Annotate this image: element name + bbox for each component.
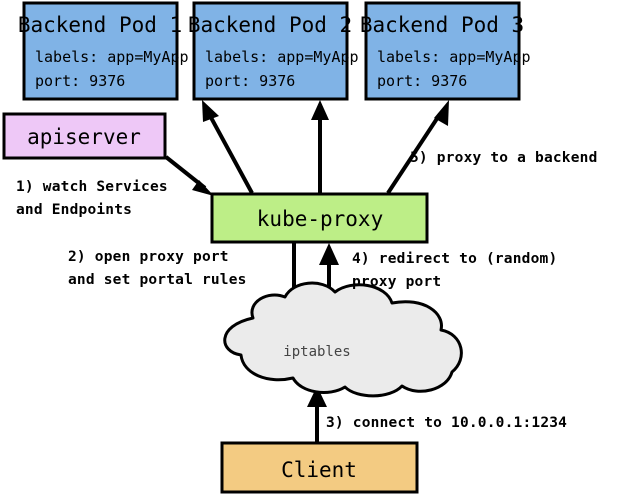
edge-kubeproxy-to-pod3	[386, 100, 449, 195]
pod-2-title: Backend Pod 2	[188, 13, 352, 37]
client-title: Client	[281, 458, 357, 482]
pod-1-port: port: 9376	[35, 72, 125, 90]
step-3-line-1: 3) connect to 10.0.0.1:1234	[326, 415, 567, 431]
step-label-5: 5) proxy to a backend	[410, 150, 598, 166]
node-iptables[interactable]: iptables	[223, 281, 463, 398]
pod-3-title: Backend Pod 3	[360, 13, 524, 37]
pod-1-labels: labels: app=MyApp	[35, 48, 189, 66]
node-kube-proxy[interactable]: kube-proxy	[210, 192, 429, 244]
step-2-line-2: and set portal rules	[68, 272, 247, 288]
kube-proxy-title: kube-proxy	[257, 207, 383, 231]
node-client[interactable]: Client	[220, 441, 419, 494]
node-backend-pod-1[interactable]: Backend Pod 1 labels: app=MyApp port: 93…	[18, 1, 189, 101]
pod-2-port: port: 9376	[205, 72, 295, 90]
iptables-label: iptables	[283, 344, 350, 360]
node-backend-pod-2[interactable]: Backend Pod 2 labels: app=MyApp port: 93…	[188, 1, 359, 101]
pod-3-port: port: 9376	[377, 72, 467, 90]
pod-1-title: Backend Pod 1	[18, 13, 182, 37]
edge-kubeproxy-to-pod1	[202, 100, 254, 194]
edge-client-to-iptables	[307, 386, 327, 443]
step-4-line-1: 4) redirect to (random)	[352, 251, 557, 267]
step-1-line-2: and Endpoints	[16, 202, 132, 218]
edge-kubeproxy-to-pod2	[311, 100, 329, 193]
step-5-line-1: 5) proxy to a backend	[410, 150, 598, 166]
step-1-line-1: 1) watch Services	[16, 179, 168, 195]
node-apiserver[interactable]: apiserver	[2, 112, 167, 160]
edge-apiserver-to-kubeproxy	[164, 155, 214, 196]
step-label-1: 1) watch Services and Endpoints	[16, 179, 168, 218]
step-label-2: 2) open proxy port and set portal rules	[68, 249, 247, 288]
step-4-line-2: proxy port	[352, 274, 441, 290]
step-2-line-1: 2) open proxy port	[68, 249, 229, 265]
pod-2-labels: labels: app=MyApp	[205, 48, 359, 66]
pod-3-labels: labels: app=MyApp	[377, 48, 531, 66]
node-backend-pod-3[interactable]: Backend Pod 3 labels: app=MyApp port: 93…	[360, 1, 531, 101]
step-label-4: 4) redirect to (random) proxy port	[352, 251, 557, 290]
apiserver-title: apiserver	[27, 125, 141, 149]
step-label-3: 3) connect to 10.0.0.1:1234	[326, 415, 567, 431]
